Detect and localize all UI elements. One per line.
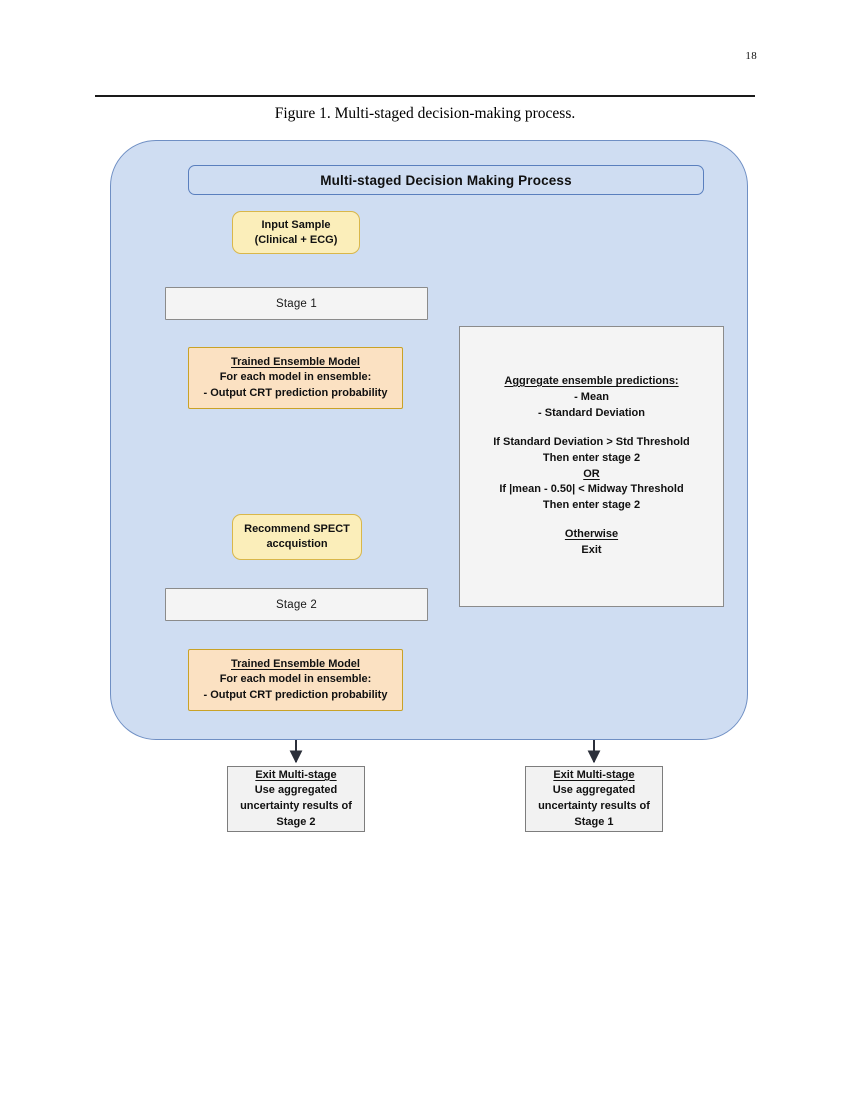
- aggregate-bullet-mean: - Mean: [574, 390, 609, 403]
- exit2-line2: uncertainty results of: [240, 800, 352, 812]
- panel-title-text: Multi-staged Decision Making Process: [320, 172, 572, 188]
- node-stage1-bar[interactable]: Stage 1: [165, 287, 428, 320]
- aggregate-cond2-line2: Then enter stage 2: [542, 499, 641, 512]
- aggregate-heading: Aggregate ensemble predictions:: [504, 374, 679, 387]
- ensemble1-line2: - Output CRT prediction probability: [203, 386, 388, 399]
- spect-line1: Recommend SPECT: [244, 523, 350, 536]
- input-sample-line1: Input Sample: [261, 218, 331, 231]
- node-aggregate-decision[interactable]: Aggregate ensemble predictions: - Mean -…: [459, 326, 724, 607]
- node-trained-ensemble-model-stage2[interactable]: Trained Ensemble Model For each model in…: [188, 649, 403, 711]
- input-sample-line2: (Clinical + ECG): [254, 233, 338, 246]
- exit2-line1: Use aggregated: [254, 784, 338, 797]
- exit1-heading: Exit Multi-stage: [553, 768, 635, 781]
- header-rule: [95, 95, 755, 97]
- node-exit-multistage-stage1[interactable]: Exit Multi-stage Use aggregated uncertai…: [525, 766, 663, 832]
- spect-line2: accquistion: [266, 538, 328, 550]
- node-input-sample[interactable]: Input Sample (Clinical + ECG): [232, 211, 360, 254]
- aggregate-bullet-std: - Standard Deviation: [538, 406, 645, 419]
- ensemble2-heading: Trained Ensemble Model: [231, 658, 360, 671]
- exit1-line2: uncertainty results of: [538, 800, 650, 812]
- ensemble1-line1: For each model in ensemble:: [219, 371, 372, 384]
- node-stage2-bar[interactable]: Stage 2: [165, 588, 428, 621]
- exit2-line3: Stage 2: [276, 815, 316, 828]
- ensemble2-line1: For each model in ensemble:: [219, 673, 372, 686]
- stage1-bar-label: Stage 1: [275, 297, 318, 310]
- ensemble1-heading: Trained Ensemble Model: [231, 356, 360, 369]
- ensemble2-line2: - Output CRT prediction probability: [203, 688, 388, 701]
- node-exit-multistage-stage2[interactable]: Exit Multi-stage Use aggregated uncertai…: [227, 766, 365, 832]
- aggregate-cond2-line1: If |mean - 0.50| < Midway Threshold: [499, 483, 684, 496]
- node-trained-ensemble-model-stage1[interactable]: Trained Ensemble Model For each model in…: [188, 347, 403, 409]
- exit1-line1: Use aggregated: [552, 784, 636, 797]
- aggregate-exit: Exit: [581, 544, 602, 557]
- stage2-bar-label: Stage 2: [275, 598, 318, 611]
- node-recommend-spect[interactable]: Recommend SPECT accquistion: [232, 514, 362, 560]
- aggregate-cond1-line2: Then enter stage 2: [542, 451, 641, 464]
- aggregate-or: OR: [583, 467, 600, 480]
- exit1-line3: Stage 1: [574, 815, 614, 828]
- figure-caption: Figure 1. Multi-staged decision-making p…: [274, 105, 576, 122]
- exit2-heading: Exit Multi-stage: [255, 768, 337, 781]
- panel-title-bar: Multi-staged Decision Making Process: [188, 165, 704, 195]
- page-number: 18: [745, 50, 757, 62]
- aggregate-cond1-line1: If Standard Deviation > Std Threshold: [493, 435, 690, 448]
- aggregate-otherwise: Otherwise: [564, 528, 619, 541]
